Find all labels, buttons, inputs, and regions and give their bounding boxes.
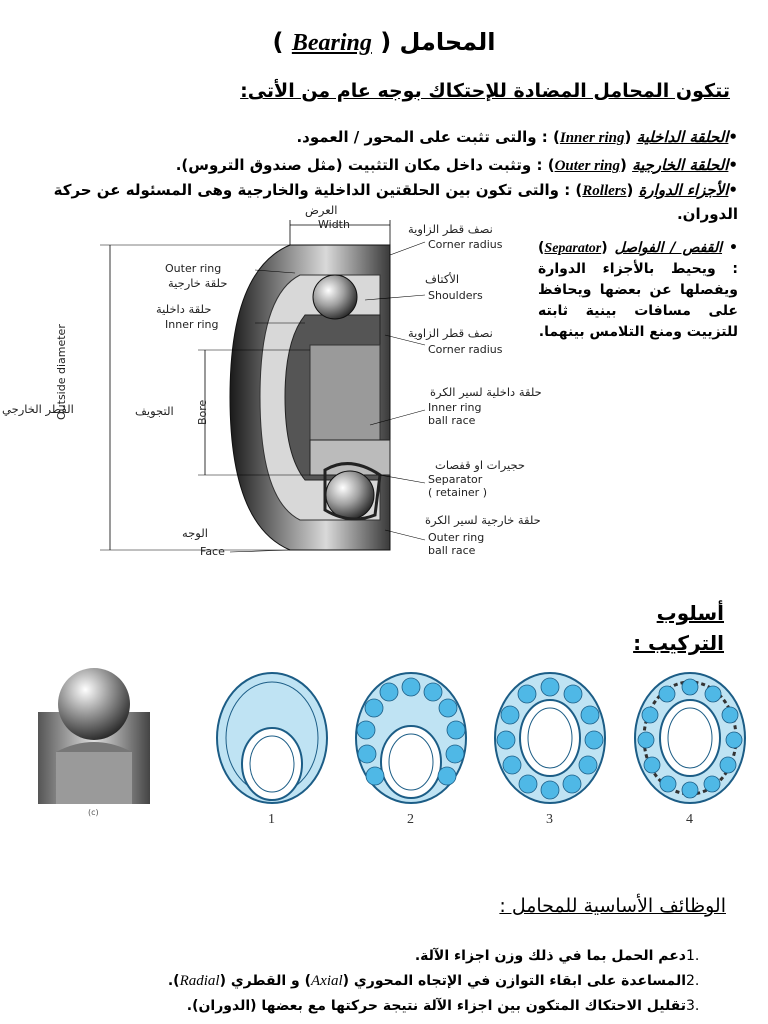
label-outer-race-en1: Outer ring — [428, 531, 485, 544]
function-item-1: .1دعم الحمل بما في ذلك وزن اجزاء الآلة. — [414, 948, 700, 964]
page-title: المحامل ( Bearing ) — [272, 28, 496, 56]
installation-heading: أسلوب التركيب : — [633, 601, 724, 655]
label-bore-en: Bore — [196, 399, 209, 425]
label-outer-ring-en: Outer ring — [165, 262, 222, 275]
label-shoulders-en: Shoulders — [428, 289, 483, 302]
label-outer-race-en2: ball race — [428, 544, 476, 557]
label-face-en: Face — [200, 545, 225, 558]
label-outer-ring-ar: حلقة خارجية — [168, 276, 228, 290]
label-separator-ar: حجيرات او قفصات — [435, 458, 526, 472]
label-separator-en2: ( retainer ) — [428, 486, 487, 499]
label-inner-race-en1: Inner ring — [428, 401, 482, 414]
label-outside-diameter-ar: القطر الخارجي — [2, 402, 74, 416]
component-rollers-cont: الدوران. — [676, 205, 738, 223]
step-2-number: 2 — [407, 812, 414, 827]
step-4-figure — [634, 672, 746, 804]
step-1-number: 1 — [268, 812, 275, 827]
function-item-2: .2المساعدة على ابقاء التوازن في الإتجاه … — [167, 973, 700, 989]
label-inner-ring-en: Inner ring — [165, 318, 219, 331]
label-corner-radius2-ar: نصف قطر الزاوية — [408, 326, 493, 340]
label-inner-race-ar: حلقة داخلية لسير الكرة — [430, 385, 542, 399]
label-inner-race-en2: ball race — [428, 414, 476, 427]
label-shoulders-ar: الأكتاف — [425, 272, 460, 286]
subtitle: تتكون المحامل المضادة للإحتكاك بوجه عام … — [240, 80, 730, 102]
step-1-figure — [216, 672, 328, 804]
functions-title: الوظائف الأساسية للمحامل : — [499, 895, 726, 917]
step-3-figure — [494, 672, 606, 804]
label-corner-radius2-en: Corner radius — [428, 343, 503, 356]
component-inner-ring: •الحلقة الداخلية (Inner ring) : والتى تث… — [296, 128, 738, 146]
step-3-number: 3 — [546, 812, 553, 827]
label-width-en: Width — [318, 218, 350, 231]
ball-closeup-image — [38, 668, 150, 804]
bearing-diagram — [100, 220, 426, 553]
component-rollers: •الأجزاء الدوارة (Rollers) : والتى تكون … — [53, 181, 738, 199]
label-corner-radius-ar: نصف قطر الزاوية — [408, 222, 493, 236]
step-4-number: 4 — [686, 812, 693, 827]
label-corner-radius-en: Corner radius — [428, 238, 503, 251]
component-outer-ring: •الحلقة الخارجية (Outer ring) : وتثبت دا… — [175, 156, 738, 174]
step-2-figure — [355, 672, 467, 804]
label-width-ar: العرض — [305, 203, 338, 217]
label-outside-diameter-en: Outside diameter — [55, 324, 68, 420]
caption-small: (c) — [88, 808, 99, 817]
label-bore-ar: التجويف — [135, 404, 174, 418]
label-outer-race-ar: حلقة خارجية لسير الكرة — [425, 513, 541, 527]
label-separator-en1: Separator — [428, 473, 483, 486]
assembly-steps — [216, 672, 746, 804]
label-face-ar: الوجه — [182, 526, 208, 540]
label-inner-ring-ar: حلقة داخلية — [156, 302, 212, 316]
function-item-3: .3تقليل الاحتكاك المتكون بين اجزاء الآلة… — [186, 998, 700, 1014]
component-separator: • القفص / الفواصل (Separator) : ويحيط با… — [538, 240, 738, 340]
